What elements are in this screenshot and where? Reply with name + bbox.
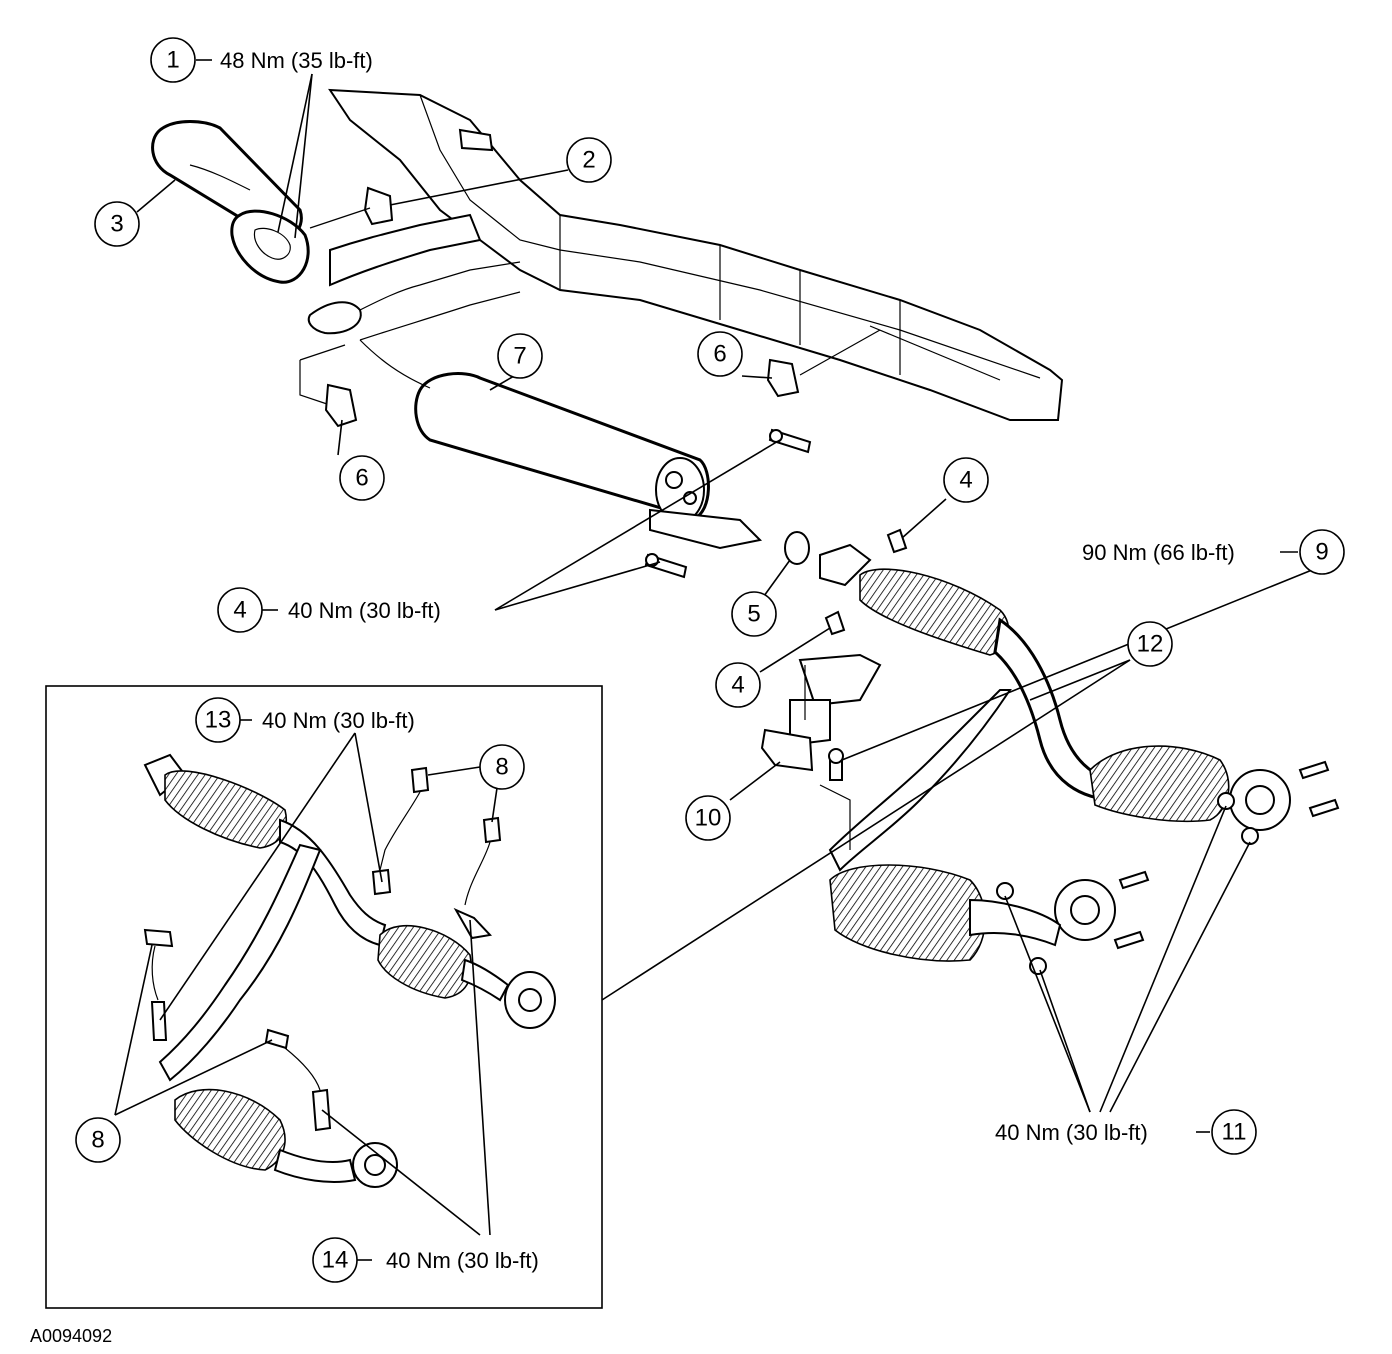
bracket	[789, 653, 882, 747]
bolt-9	[828, 748, 844, 781]
converter-y-pipe	[819, 543, 1291, 962]
callout-10: 10	[685, 795, 731, 841]
svg-text:4: 4	[731, 672, 744, 699]
svg-text:8: 8	[91, 1127, 104, 1154]
callout-2: 2	[566, 137, 612, 183]
torque-label-1: 48 Nm (35 lb-ft)	[220, 48, 373, 73]
svg-text:6: 6	[355, 465, 368, 492]
svg-text:10: 10	[695, 805, 722, 832]
gasket	[784, 531, 810, 565]
svg-text:7: 7	[513, 343, 526, 370]
callout-5: 5	[731, 591, 777, 637]
callout-3: 3	[94, 201, 140, 247]
oxygen-sensor-right-4	[1113, 930, 1145, 950]
callout-9: 90 Nm (66 lb-ft) 9	[1082, 529, 1345, 575]
leader-lines	[114, 59, 1313, 1261]
callout-6-rear: 6	[697, 331, 743, 377]
torque-label-14: 40 Nm (30 lb-ft)	[386, 1248, 539, 1273]
callout-12: 12	[1127, 621, 1173, 667]
svg-text:5: 5	[747, 601, 760, 628]
inset-converter-assembly	[143, 753, 556, 1188]
hanger-insulator-2	[309, 186, 394, 229]
callout-4-bolts: 4 40 Nm (30 lb-ft)	[217, 587, 441, 633]
inset-panel	[45, 685, 603, 1309]
svg-text:11: 11	[1222, 1119, 1247, 1146]
svg-text:3: 3	[110, 211, 123, 238]
svg-text:1: 1	[166, 47, 179, 74]
svg-text:4: 4	[959, 467, 972, 494]
nut-4-right	[886, 528, 908, 554]
callout-4-right: 4	[943, 457, 989, 503]
torque-label-13: 40 Nm (30 lb-ft)	[262, 708, 415, 733]
bracket-strap	[819, 784, 851, 850]
oxygen-sensor-right-3	[1118, 870, 1150, 890]
nut-4-lower	[824, 610, 846, 636]
svg-text:6: 6	[713, 341, 726, 368]
hanger-insulator-6-front	[324, 383, 358, 428]
svg-text:2: 2	[582, 147, 595, 174]
bolt-lower	[644, 553, 688, 579]
callout-13: 13 40 Nm (30 lb-ft)	[195, 697, 415, 743]
vehicle-frame	[299, 88, 1064, 421]
oxygen-sensor-right-2	[1308, 798, 1340, 818]
tailpipe-extension	[151, 120, 310, 284]
inset-oxygen-sensors	[143, 766, 502, 1132]
torque-label-9: 90 Nm (66 lb-ft)	[1082, 540, 1235, 565]
callout-6-front: 6	[339, 455, 385, 501]
svg-text:8: 8	[495, 754, 508, 781]
torque-label-4: 40 Nm (30 lb-ft)	[288, 598, 441, 623]
callout-11: 40 Nm (30 lb-ft) 11	[995, 1109, 1257, 1155]
svg-text:9: 9	[1315, 539, 1328, 566]
callout-8-upper: 8	[479, 744, 525, 790]
figure-id: A0094092	[30, 1326, 112, 1346]
svg-text:14: 14	[322, 1247, 349, 1274]
svg-text:13: 13	[205, 707, 232, 734]
callout-1: 1 48 Nm (35 lb-ft)	[150, 37, 373, 83]
insulator-10	[760, 728, 814, 772]
callout-7: 7	[497, 333, 543, 379]
callout-4-lower: 4	[715, 662, 761, 708]
svg-text:4: 4	[233, 597, 246, 624]
oxygen-sensor-right-1	[1298, 760, 1330, 780]
hanger-insulator-6-rear	[766, 329, 881, 398]
bolt-upper	[768, 428, 812, 454]
muffler	[359, 339, 763, 550]
torque-label-11: 40 Nm (30 lb-ft)	[995, 1120, 1148, 1145]
callout-14: 14 40 Nm (30 lb-ft)	[312, 1237, 539, 1283]
callout-8-lower: 8	[75, 1117, 121, 1163]
svg-text:12: 12	[1137, 631, 1164, 658]
